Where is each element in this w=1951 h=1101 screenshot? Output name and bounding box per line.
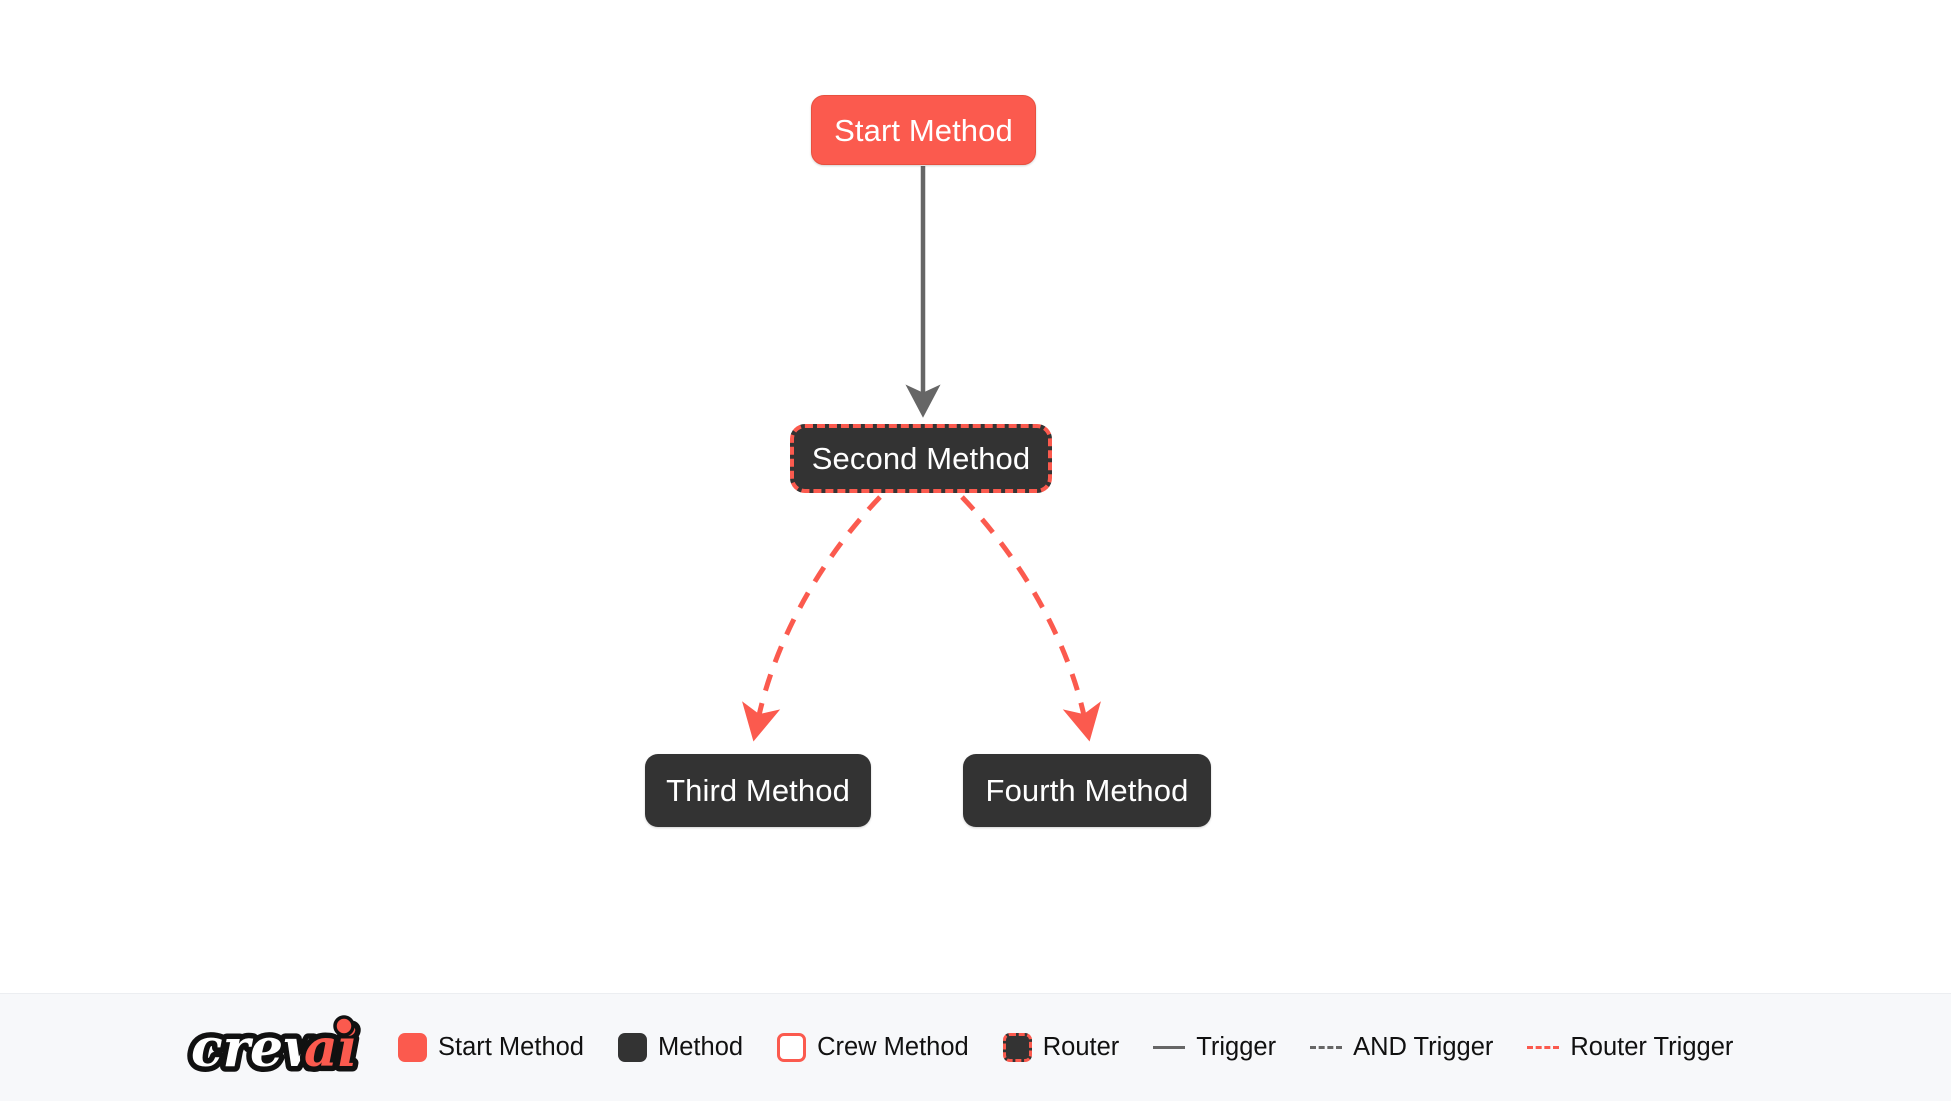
legend-bar: crew crew ai ai Start Method Method Crew… (0, 993, 1951, 1101)
crew-method-swatch-icon (777, 1033, 807, 1062)
legend-label: Trigger (1196, 1033, 1277, 1061)
legend-label: Crew Method (817, 1033, 969, 1061)
flow-node-start-method[interactable]: Start Method (811, 95, 1036, 165)
legend-item-trigger: Trigger (1153, 1033, 1276, 1062)
flow-node-label: Start Method (834, 112, 1013, 148)
legend-item-and-trigger: AND Trigger (1310, 1033, 1493, 1062)
legend-label: Router Trigger (1570, 1033, 1734, 1061)
logo-text-crew: crew (191, 1018, 330, 1079)
legend-items: Start Method Method Crew Method Router T… (398, 1033, 1733, 1062)
legend-label: Method (658, 1033, 744, 1061)
legend-item-router-trigger: Router Trigger (1527, 1033, 1733, 1062)
flow-node-label: Fourth Method (985, 773, 1189, 808)
legend-label: AND Trigger (1353, 1033, 1494, 1061)
legend-item-method: Method (618, 1033, 743, 1062)
trigger-line-icon (1153, 1046, 1186, 1049)
start-method-swatch-icon (398, 1033, 427, 1062)
flow-node-third-method[interactable]: Third Method (645, 754, 871, 827)
legend-label: Start Method (438, 1033, 584, 1061)
flow-node-second-method[interactable]: Second Method (790, 424, 1052, 493)
router-swatch-icon (1002, 1033, 1032, 1062)
flow-node-fourth-method[interactable]: Fourth Method (963, 754, 1211, 827)
legend-item-start-method: Start Method (398, 1033, 584, 1062)
legend-label: Router (1042, 1033, 1120, 1061)
flow-canvas[interactable]: Start Method Second Method Third Method … (0, 0, 1951, 993)
crewai-logo: crew crew ai ai (186, 1010, 364, 1086)
flow-node-label: Third Method (666, 773, 850, 808)
logo-dot-icon (333, 1014, 355, 1037)
crewai-logo-icon: crew crew ai ai (186, 1012, 363, 1084)
edge-second-to-third (742, 495, 882, 742)
legend-item-crew-method: Crew Method (777, 1033, 969, 1062)
and-trigger-line-icon (1310, 1046, 1343, 1049)
logo-outline-crew: crew (191, 1018, 330, 1079)
legend-item-router: Router (1002, 1033, 1120, 1062)
flow-node-label: Second Method (811, 441, 1031, 476)
edge-second-to-fourth (960, 495, 1101, 742)
method-swatch-icon (618, 1033, 647, 1062)
router-trigger-line-icon (1527, 1046, 1560, 1049)
